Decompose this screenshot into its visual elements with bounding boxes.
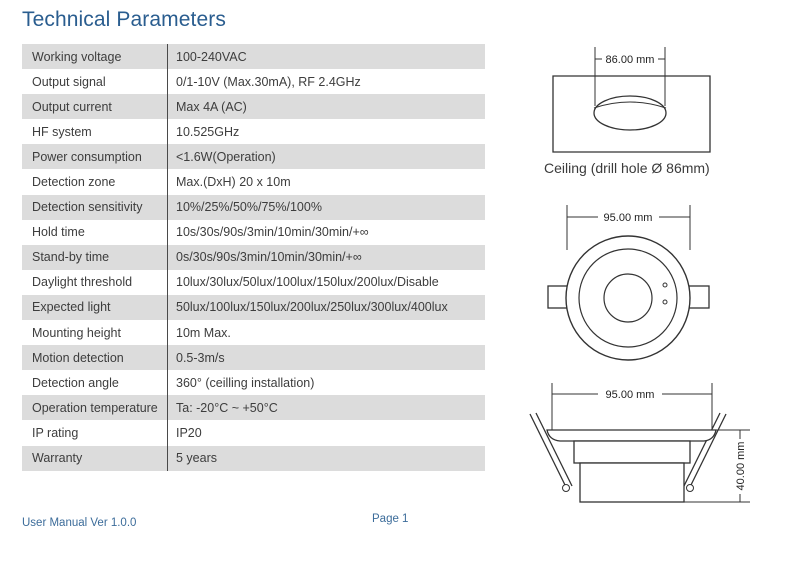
param-label: Hold time [22,219,168,245]
param-row: Output signal 0/1-10V (Max.30mA), RF 2.4G… [22,69,485,95]
param-value: Max.(DxH) 20 x 10m [176,175,291,190]
param-value: 0s/30s/90s/3min/10min/30min/+∞ [167,244,485,270]
param-row: Mounting height 10m Max. [22,320,485,346]
ceiling-outline [552,75,711,153]
param-value: 0.5-3m/s [167,345,485,371]
spring-arm-right [689,413,727,488]
page-title: Technical Parameters [22,8,226,31]
param-label: Expected light [22,294,168,321]
param-value: 5 years [167,445,485,471]
param-value: 10.525GHz [176,124,240,139]
param-value: 100-240VAC [167,44,485,70]
param-label: HF system [22,119,168,145]
housing-lower [579,462,685,503]
param-label: Working voltage [22,44,168,70]
param-label: Mounting height [22,320,168,346]
side-width-dim-label: 95.00 mm [606,389,655,401]
spring-pivot-left [562,484,570,492]
param-row: Detection angle 360° (ceilling installati… [22,370,485,396]
param-row: Power consumption<1.6W(Operation) [22,144,485,170]
manual-version: User Manual Ver 1.0.0 [22,517,137,529]
param-value: 360° (ceilling installation) [176,375,315,390]
param-row: IP rating IP20 [22,420,485,446]
param-label: IP rating [22,420,168,446]
spring-arm-left [529,413,567,488]
spring-arm-right-inner [683,412,721,487]
param-value: 50lux/100lux/150lux/200lux/250lux/300lux… [167,294,485,321]
bezel-flange [546,429,717,442]
param-value: Max 4A (AC) [167,94,485,120]
spring-pivot-right [686,484,694,492]
param-row: Detection zone Max.(DxH) 20 x 10m [22,169,485,195]
param-label: Warranty [22,445,168,471]
param-label: Output signal [22,69,168,95]
param-label: Daylight threshold [22,269,168,295]
drill-hole-inner-edge [593,101,667,109]
param-label: Motion detection [22,345,168,371]
param-value: 10m Max. [176,325,231,340]
param-label: Stand-by time [22,244,168,270]
indicator-dot-top [662,282,668,288]
param-value: 10lux/30lux/50lux/100lux/150lux/200lux/D… [176,275,439,290]
param-value: 10s/30s/90s/3min/10min/30min/+∞ [176,225,369,240]
param-row: Daylight threshold 10lux/30lux/50lux/100l… [22,269,485,295]
param-value: Ta: -20°C ~ +50°C [167,395,485,421]
param-value: 10%/25%/50%/75%/100% [167,194,485,220]
page-number: Page 1 [372,513,409,525]
spring-arm-left-inner [535,412,573,487]
param-row: Hold time 10s/30s/90s/3min/10min/30min/+∞ [22,219,485,245]
side-height-dim-label: 40.00 mm [735,442,747,491]
param-label: Output current [22,94,168,120]
param-label: Operation temperature [22,395,168,421]
housing-upper [573,440,691,464]
param-value: IP20 [176,425,202,440]
front-dim-label: 95.00 mm [604,212,653,224]
param-value: 0/1-10V (Max.30mA), RF 2.4GHz [176,74,361,89]
drill-hole [593,95,667,131]
param-label: Power consumption [22,144,168,170]
sensor-lens [603,273,653,323]
param-label: Detection sensitivity [22,194,168,220]
param-label: Detection angle [22,370,168,396]
param-value: <1.6W(Operation) [167,144,485,170]
param-label: Detection zone [22,169,168,195]
param-row: HF system 10.525GHz [22,119,485,145]
ceiling-dim-label: 86.00 mm [606,54,655,66]
indicator-dot-bottom [662,299,668,305]
ceiling-caption: Ceiling (drill hole Ø 86mm) [544,160,710,176]
